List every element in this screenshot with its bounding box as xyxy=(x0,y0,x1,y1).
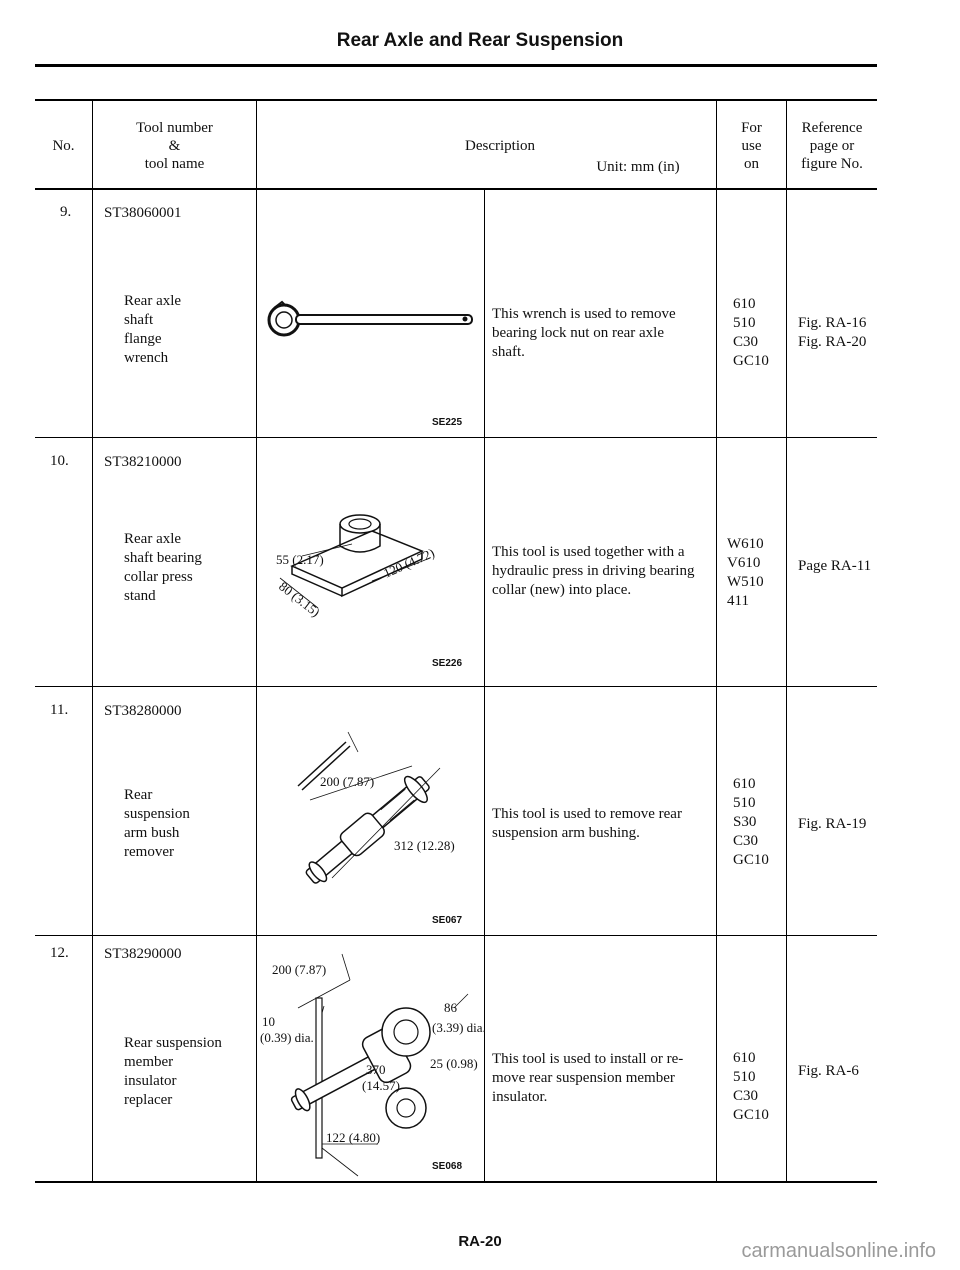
figure-code: SE225 xyxy=(432,417,463,428)
row-number: 11. xyxy=(50,702,69,718)
row-number: 9. xyxy=(60,204,72,220)
reference: Fig. RA-19 xyxy=(798,816,867,832)
top-rule xyxy=(35,64,877,67)
row-divider xyxy=(35,935,877,936)
press-stand-illustration: 55 (2.17) 120 (4.72) 80 (3.15) xyxy=(276,514,437,620)
dimension-label: 200 (7.87) xyxy=(320,774,374,789)
for-use-on: 610 510 C30 GC10 xyxy=(733,296,769,369)
watermark: carmanualsonline.info xyxy=(741,1240,936,1262)
header-description: Description xyxy=(465,138,535,154)
header-unit: Unit: mm (in) xyxy=(596,159,680,175)
description: This tool is used to install or re- move… xyxy=(492,1051,684,1105)
header-reference: Reference page or figure No. xyxy=(801,120,863,172)
dimension-label: (0.39) dia. xyxy=(260,1030,314,1045)
figure-code: SE226 xyxy=(432,658,463,669)
column-divider xyxy=(786,99,787,1182)
column-divider xyxy=(484,189,485,1182)
tool-name: Rear suspension arm bush remover xyxy=(124,787,190,860)
header-bottom-rule xyxy=(35,188,877,190)
page-number: RA-20 xyxy=(458,1233,502,1250)
row-number: 10. xyxy=(50,453,69,469)
dimension-label: 312 (12.28) xyxy=(394,838,455,853)
tool-number: ST38060001 xyxy=(104,205,182,221)
description: This tool is used to remove rear suspens… xyxy=(492,806,682,841)
for-use-on: 610 510 S30 C30 GC10 xyxy=(733,776,769,868)
tool-name: Rear axle shaft bearing collar press sta… xyxy=(124,531,202,604)
reference: Page RA-11 xyxy=(798,558,872,574)
insulator-replacer-illustration: 200 (7.87) 10 (0.39) dia. 86 (3.39) dia.… xyxy=(260,953,486,1177)
description: This tool is used together with a hydrau… xyxy=(492,544,695,598)
reference: Fig. RA-6 xyxy=(798,1063,859,1079)
row-divider xyxy=(35,686,877,687)
dimension-label: 86 xyxy=(444,1000,458,1015)
column-divider xyxy=(716,99,717,1182)
reference: Fig. RA-16 Fig. RA-20 xyxy=(798,315,867,350)
tool-name: Rear suspension member insulator replace… xyxy=(124,1035,222,1108)
for-use-on: 610 510 C30 GC10 xyxy=(733,1050,769,1123)
tool-name: Rear axle shaft flange wrench xyxy=(124,293,182,366)
header-for-use-on: For use on xyxy=(741,120,762,172)
figure-code: SE067 xyxy=(432,915,463,926)
dimension-label: 25 (0.98) xyxy=(430,1056,478,1071)
tool-number: ST38210000 xyxy=(104,454,182,470)
figure-code: SE068 xyxy=(432,1161,463,1172)
wrench-illustration xyxy=(267,300,473,337)
dimension-label: 10 xyxy=(262,1014,275,1029)
for-use-on: W610 V610 W510 411 xyxy=(727,536,764,609)
table-bottom-rule xyxy=(35,1181,877,1183)
column-divider xyxy=(256,99,257,1182)
tool-number: ST38290000 xyxy=(104,946,182,962)
dimension-label: 370 xyxy=(366,1062,386,1077)
header-tool: Tool number & tool name xyxy=(136,120,213,172)
dimension-label: (3.39) dia. xyxy=(432,1020,486,1035)
table-top-rule xyxy=(35,99,877,101)
dimension-label: 55 (2.17) xyxy=(276,552,324,567)
tool-number: ST38280000 xyxy=(104,703,182,719)
dimension-label: (14.57) xyxy=(362,1078,400,1093)
header-no: No. xyxy=(52,138,75,154)
dimension-label: 122 (4.80) xyxy=(326,1130,380,1145)
page-title: Rear Axle and Rear Suspension xyxy=(336,30,624,51)
column-divider xyxy=(92,99,93,1182)
dimension-label: 200 (7.87) xyxy=(272,962,326,977)
row-number: 12. xyxy=(50,945,69,961)
bush-remover-illustration: 200 (7.87) 312 (12.28) xyxy=(297,731,455,884)
description: This wrench is used to remove bearing lo… xyxy=(492,306,676,360)
row-divider xyxy=(35,437,877,438)
